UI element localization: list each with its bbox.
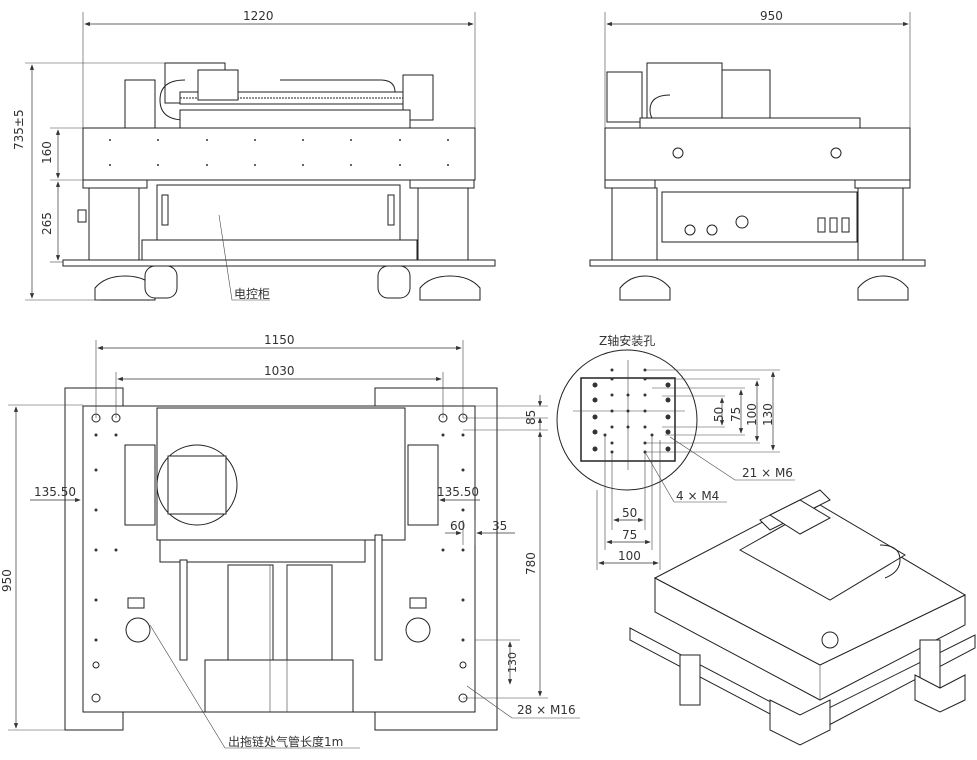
detail-vdim-75: 75 [729, 406, 743, 422]
z-axis-detail [556, 349, 795, 570]
cabinet-label: 电控柜 [234, 287, 271, 301]
dim-top-160: 160 [40, 141, 54, 164]
detail-hdim-100: 100 [618, 549, 641, 563]
dim-780: 780 [524, 552, 538, 575]
dim-1150: 1150 [264, 333, 295, 347]
dim-left-135: 135.50 [34, 485, 76, 499]
front-view [25, 12, 496, 301]
dim-130: 130 [506, 652, 519, 673]
top-view [8, 340, 580, 749]
dim-right-135: 135.50 [437, 485, 479, 499]
side-view [589, 12, 926, 301]
detail-hdim-50: 50 [622, 506, 638, 520]
m4-label: 4 × M4 [676, 489, 720, 503]
detail-vdim-50: 50 [712, 406, 726, 422]
dim-60: 60 [450, 519, 466, 533]
detail-hdim-75: 75 [622, 528, 638, 542]
detail-vdim-130: 130 [761, 403, 775, 426]
detail-title: Z轴安装孔 [599, 334, 656, 348]
dim-front-height: 735±5 [12, 109, 26, 150]
detail-vdim-100: 100 [745, 403, 759, 426]
isometric-view [629, 489, 976, 746]
dim-950: 950 [0, 569, 14, 592]
hose-label: 出拖链处气管长度1m [228, 735, 344, 749]
dim-1030: 1030 [264, 364, 295, 378]
m16-label: 28 × M16 [517, 703, 576, 717]
dim-front-width: 1220 [243, 9, 274, 23]
dim-side-width: 950 [760, 9, 783, 23]
dim-lower-265: 265 [40, 212, 54, 235]
dim-35: 35 [492, 519, 508, 533]
dim-85: 85 [524, 409, 538, 425]
m6-label: 21 × M6 [742, 466, 793, 480]
